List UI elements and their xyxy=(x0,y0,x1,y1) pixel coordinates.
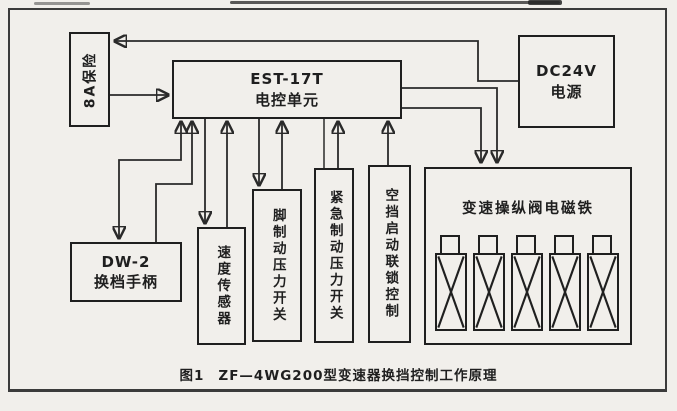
block-shift-handle-dw2: DW-2 换档手柄 xyxy=(70,242,182,302)
solenoid-body xyxy=(549,253,581,331)
shift-handle-model-label: DW-2 xyxy=(101,252,151,271)
shift-handle-name-label: 换档手柄 xyxy=(93,273,158,291)
solenoid-body xyxy=(511,253,543,331)
solenoid-valve-symbol xyxy=(511,235,543,332)
solenoid-cap xyxy=(478,235,498,255)
block-shift-control-valve-solenoids: 变速操纵阀电磁铁 xyxy=(424,167,632,345)
foot-brake-switch-label: 脚制动压力开关 xyxy=(269,207,286,324)
figure-border xyxy=(8,8,667,392)
block-speed-sensor: 速度传感器 xyxy=(197,227,246,345)
block-power-dc24v: DC24V 电源 xyxy=(518,35,615,128)
solenoid-valve-symbol xyxy=(587,235,619,332)
solenoid-cap xyxy=(516,235,536,255)
scan-artifact xyxy=(34,2,90,5)
ecu-model-label: EST-17T xyxy=(250,70,324,89)
solenoid-x-glyph xyxy=(551,256,579,328)
block-neutral-start-interlock: 空挡启动联锁控制 xyxy=(368,165,411,343)
power-voltage-label: DC24V xyxy=(536,62,597,81)
solenoid-x-glyph xyxy=(475,256,503,328)
solenoid-row xyxy=(435,235,619,332)
solenoid-cap xyxy=(592,235,612,255)
solenoid-cap xyxy=(554,235,574,255)
scan-artifact xyxy=(230,1,560,4)
block-foot-brake-pressure-switch: 脚制动压力开关 xyxy=(252,189,302,342)
solenoid-body xyxy=(473,253,505,331)
block-fuse-8a: 8A保险 xyxy=(69,32,110,127)
solenoid-body xyxy=(435,253,467,331)
solenoid-valve-symbol xyxy=(435,235,467,332)
solenoid-box-title: 变速操纵阀电磁铁 xyxy=(462,201,594,217)
ecu-name-label: 电控单元 xyxy=(254,90,319,109)
block-ecu-est17t: EST-17T 电控单元 xyxy=(172,60,402,119)
speed-sensor-label: 速度传感器 xyxy=(214,244,231,328)
scan-artifact xyxy=(528,0,562,5)
fuse-label: 8A保险 xyxy=(82,51,99,108)
neutral-start-interlock-label: 空挡启动联锁控制 xyxy=(382,188,399,320)
solenoid-x-glyph xyxy=(437,256,465,328)
solenoid-valve-symbol xyxy=(473,235,505,332)
figure-caption: 图1 ZF—4WG200型变速器换挡控制工作原理 xyxy=(0,364,677,384)
block-emergency-brake-pressure-switch: 紧急制动压力开关 xyxy=(314,168,354,343)
solenoid-cap xyxy=(440,235,460,255)
solenoid-x-glyph xyxy=(589,256,617,328)
figure-caption-number: 图1 xyxy=(179,368,205,384)
power-name-label: 电源 xyxy=(550,82,583,101)
figure-caption-text: ZF—4WG200型变速器换挡控制工作原理 xyxy=(218,368,498,384)
emergency-brake-switch-label: 紧急制动压力开关 xyxy=(326,189,343,322)
solenoid-body xyxy=(587,253,619,331)
solenoid-x-glyph xyxy=(513,256,541,328)
solenoid-valve-symbol xyxy=(549,235,581,332)
